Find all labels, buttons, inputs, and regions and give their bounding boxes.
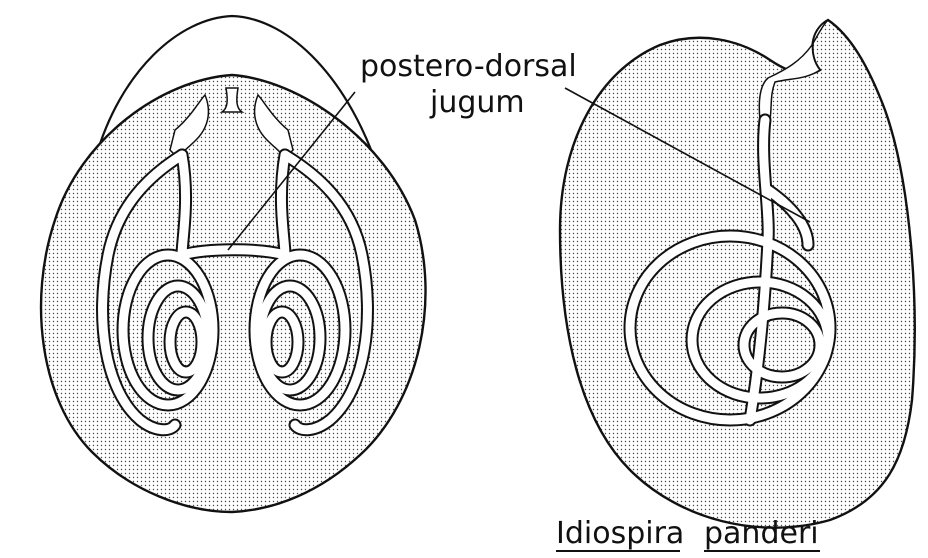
right-specimen-lateral-view: [560, 20, 915, 528]
right-shell-outline: [560, 20, 915, 528]
left-specimen-dorsal-view: [41, 16, 426, 512]
caption-species-name: Idiospira panderi: [556, 516, 820, 551]
annotation-label-line2: jugum: [429, 85, 525, 120]
annotation-label-line1: postero-dorsal: [360, 49, 577, 84]
caption-genus: Idiospira: [556, 516, 684, 551]
caption-species: panderi: [704, 516, 819, 551]
